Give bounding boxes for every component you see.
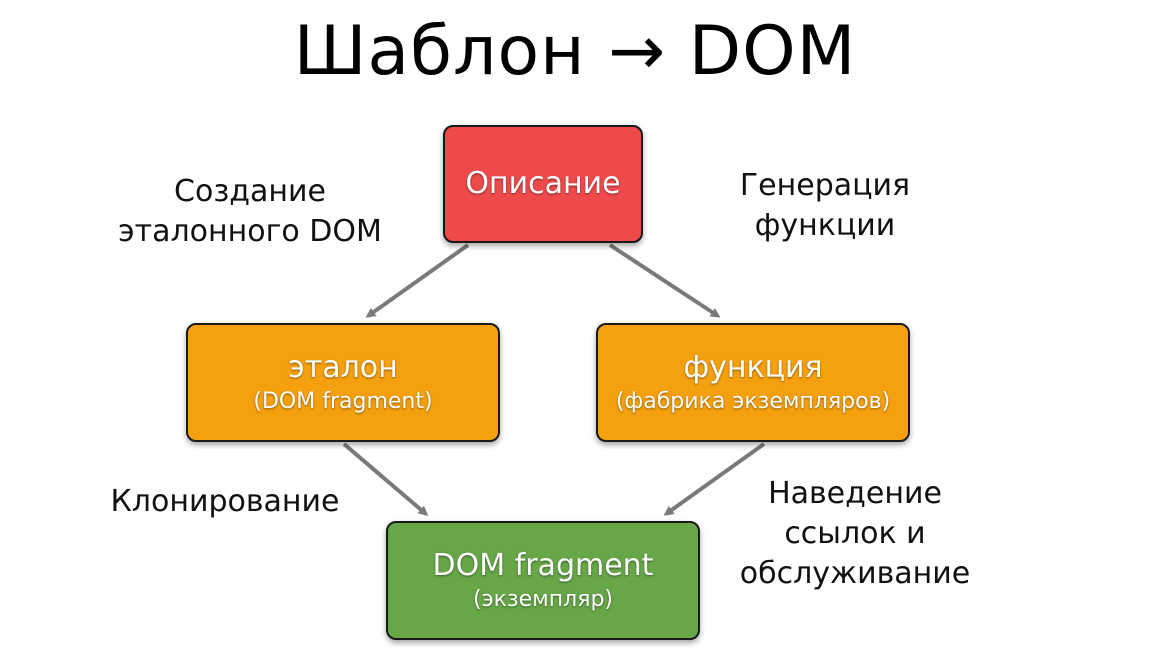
template-node: эталон (DOM fragment) [186, 323, 500, 442]
description-node-label: Описание [465, 166, 621, 201]
function-node-label: функция [683, 349, 823, 385]
edge-label-generate-function: Генерация функции [715, 166, 935, 246]
edge-label-line: обслуживание [739, 556, 971, 591]
edge-label-line: Создание [174, 174, 326, 209]
fragment-node: DOM fragment (экземпляр) [386, 521, 700, 640]
edge-label-create-reference: Создание эталонного DOM [95, 172, 405, 252]
edge-label-line: Генерация [739, 168, 911, 203]
edge-label-line: ссылок и [784, 516, 926, 551]
arrow-function-to-fragment [663, 442, 766, 516]
edge-label-line: эталонного DOM [118, 214, 382, 249]
edge-label-line: функции [754, 208, 896, 243]
description-node: Описание [443, 125, 643, 243]
arrow-description-to-template [365, 243, 470, 318]
edge-label-link-and-maintain: Наведение ссылок и обслуживание [725, 474, 985, 594]
edge-label-cloning: Клонирование [95, 482, 355, 522]
template-node-sublabel: (DOM fragment) [253, 388, 433, 414]
function-node-sublabel: (фабрика экземпляров) [615, 388, 891, 414]
function-node: функция (фабрика экземпляров) [596, 323, 910, 442]
edge-label-line: Наведение [768, 476, 942, 511]
template-node-label: эталон [288, 349, 398, 385]
slide-title: Шаблон → DOM [293, 12, 857, 91]
arrow-description-to-function [608, 243, 721, 318]
edge-label-line: Клонирование [110, 484, 340, 519]
fragment-node-label: DOM fragment [432, 547, 654, 583]
arrow-template-to-fragment [342, 442, 429, 516]
fragment-node-sublabel: (экземпляр) [472, 586, 613, 612]
